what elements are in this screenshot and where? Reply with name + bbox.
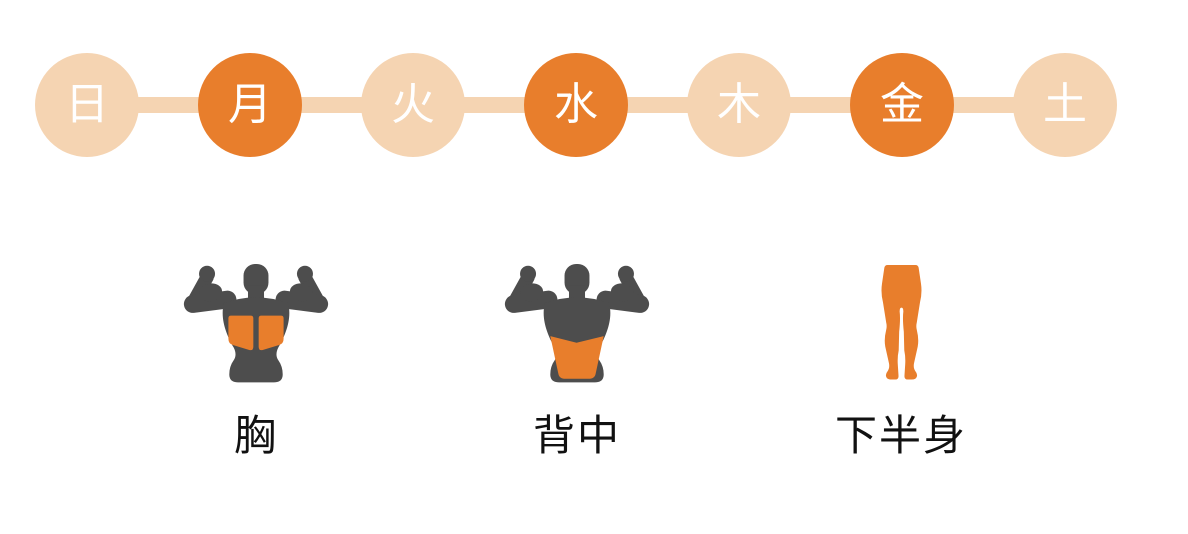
back-muscle-icon	[504, 261, 650, 387]
day-circle-friday[interactable]: 金	[850, 53, 954, 157]
workout-item-chest[interactable]: 胸	[183, 261, 329, 463]
workout-item-back[interactable]: 背中	[504, 261, 650, 463]
week-schedule-strip: 日 月 火 水 木 金 土	[0, 0, 1188, 210]
day-circle-thursday[interactable]: 木	[687, 53, 791, 157]
day-circle-saturday[interactable]: 土	[1013, 53, 1117, 157]
day-circle-tuesday[interactable]: 火	[361, 53, 465, 157]
day-circle-monday[interactable]: 月	[198, 53, 302, 157]
chest-muscle-icon	[183, 261, 329, 387]
lower-body-legs-icon	[880, 261, 921, 387]
day-circle-wednesday[interactable]: 水	[524, 53, 628, 157]
workout-label-chest: 胸	[233, 412, 278, 459]
workout-item-lower-body[interactable]: 下半身	[835, 261, 967, 463]
workout-label-back: 背中	[532, 412, 621, 459]
day-circle-sunday[interactable]: 日	[35, 53, 139, 157]
workout-label-lower-body: 下半身	[834, 412, 968, 459]
